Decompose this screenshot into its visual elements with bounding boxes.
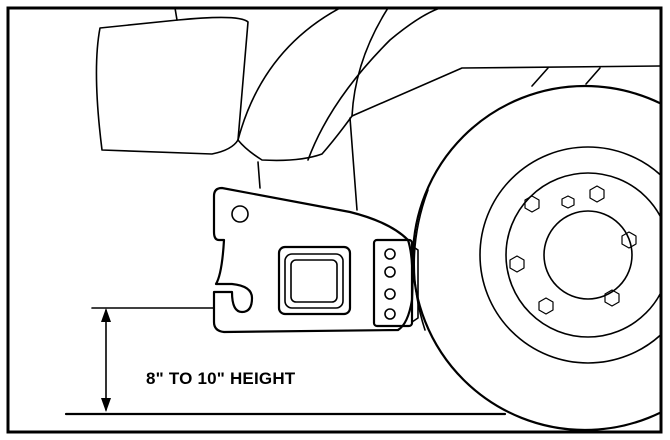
height-dimension [91,307,215,412]
bolt-hole [384,288,396,300]
bolt-hole [384,266,396,278]
side-mounting-plate [372,238,419,328]
tire-and-wheel [411,84,660,431]
figure-border [6,6,663,434]
bracket-hole [231,205,249,223]
height-dimension-label: 8" TO 10" HEIGHT [146,369,296,388]
lug-nuts [509,185,637,315]
receiver-tube [277,245,352,316]
bolt-hole [384,308,396,320]
bolt-hole [384,248,396,260]
vehicle-fender [95,9,660,211]
